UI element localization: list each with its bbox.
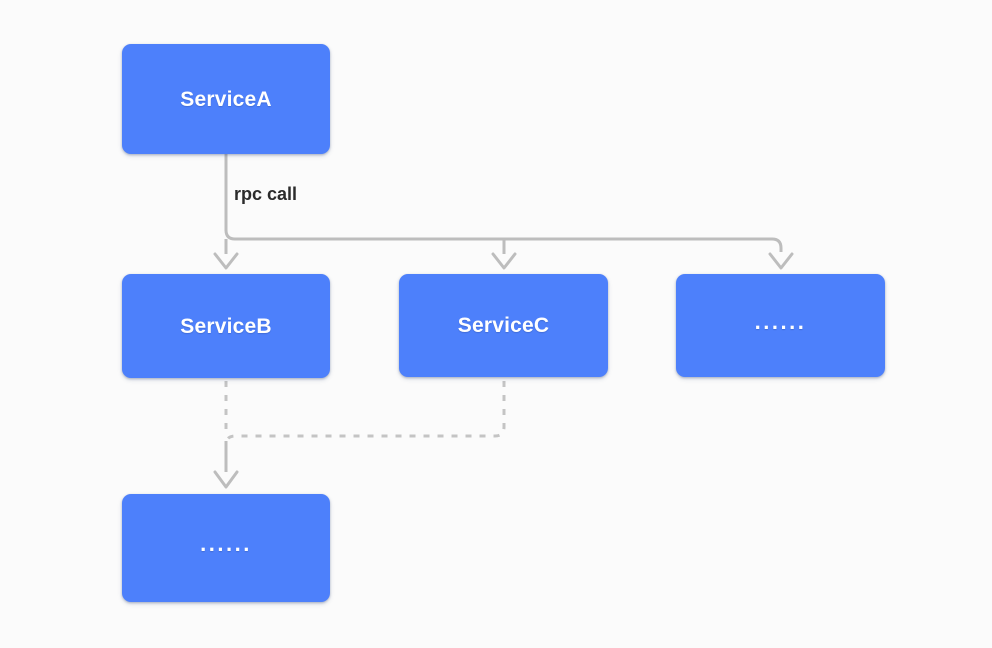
node-serviceb[interactable]: ServiceB (122, 274, 330, 378)
arrowhead-more-row3 (213, 470, 239, 489)
node-more-row3-label: ...... (200, 531, 252, 556)
edge-serviceC-dashed (224, 381, 506, 446)
node-servicec[interactable]: ServiceC (399, 274, 608, 377)
node-more-row2[interactable]: ...... (676, 274, 885, 377)
arrowhead-more-row2 (768, 252, 794, 270)
node-servicec-label: ServiceC (457, 314, 550, 337)
arrowhead-serviceB (213, 252, 239, 270)
node-servicea[interactable]: ServiceA (122, 44, 330, 154)
node-more-row3[interactable]: ...... (122, 494, 330, 602)
node-serviceb-label: ServiceB (180, 314, 272, 338)
edge-label-rpc-call: rpc call (234, 184, 298, 204)
node-more-row2-label: ...... (754, 308, 807, 334)
arrowhead-serviceC (491, 252, 517, 270)
node-servicea-label: ServiceA (180, 87, 272, 111)
edge-distribution-bus (224, 229, 783, 252)
